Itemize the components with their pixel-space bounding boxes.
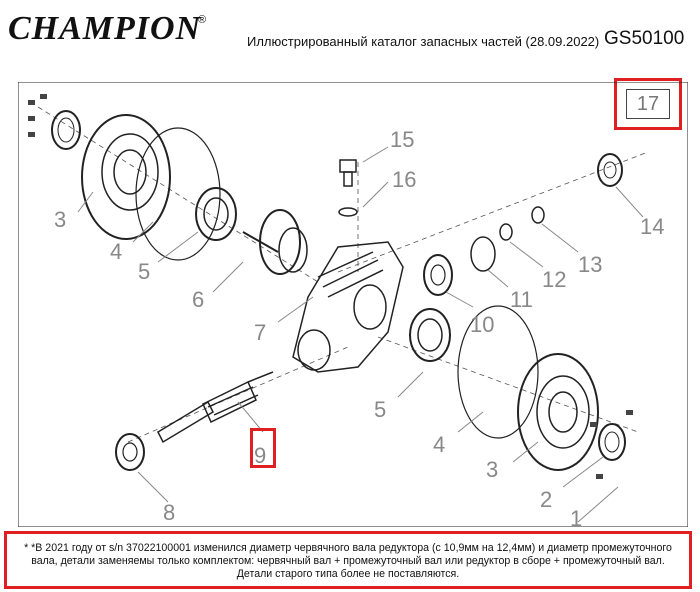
callout-12: 12 [542,267,566,292]
callout-14: 14 [640,214,664,239]
callout-8: 8 [163,500,175,525]
breather-bolt [339,159,357,187]
gearbox-housing [292,241,404,373]
model-number: GS50100 [604,28,685,49]
assembly-axes [37,106,649,443]
screw-set-bottom-right [590,410,633,479]
retaining-ring [531,206,545,224]
callout-5-bottom: 5 [374,397,386,422]
bearing-bottom [409,308,451,362]
leader-lines [77,146,644,523]
oil-seal-bottom [598,423,626,461]
callout-5-top: 5 [138,259,150,284]
gasket-top [135,127,221,261]
callout-6: 6 [192,287,204,312]
callout-3-bottom: 3 [486,457,498,482]
callout-9: 9 [254,443,266,468]
worm-gear [242,209,308,275]
registered-mark: ® [198,14,207,26]
washer [338,207,358,217]
bearing-small [423,254,453,296]
spacer-washer [499,223,513,241]
cover-plate-top [81,114,171,240]
catalog-title: Иллюстрированный каталог запасных частей… [247,34,600,49]
part-9-highlight [250,428,276,468]
callout-15: 15 [390,127,414,152]
callout-2: 2 [540,487,552,512]
oil-seal-top [51,110,81,150]
cover-plate-bottom [517,353,599,471]
bearing-bottom-left [115,433,145,471]
callout-11: 11 [510,287,533,312]
brand-logo: CHAMPION [8,10,202,47]
page-number: 17 [626,89,670,119]
callout-3-top: 3 [54,207,66,232]
exploded-parts-diagram: 3 4 5 6 7 15 16 10 11 12 13 14 5 4 3 2 1… [18,82,688,527]
bearing-top [195,187,237,241]
callout-1: 1 [570,506,582,527]
callout-4-top: 4 [110,239,122,264]
worm-shaft [157,371,274,444]
circlip [470,236,496,272]
footnote-box: * *В 2021 году от s/n 37022100001 измени… [4,531,692,589]
callout-13: 13 [578,252,602,277]
callout-10: 10 [470,312,494,337]
footnote-text: * *В 2021 году от s/n 37022100001 измени… [24,542,672,580]
callout-4-bottom: 4 [433,432,445,457]
oil-seal-right [597,153,623,187]
page-header: CHAMPION ® Иллюстрированный каталог запа… [0,0,700,70]
gasket-bottom [457,305,539,439]
callout-7: 7 [254,320,266,345]
screw-set-top-left [28,94,47,137]
callout-16: 16 [392,167,416,192]
page-number-highlight: 17 [614,78,682,130]
